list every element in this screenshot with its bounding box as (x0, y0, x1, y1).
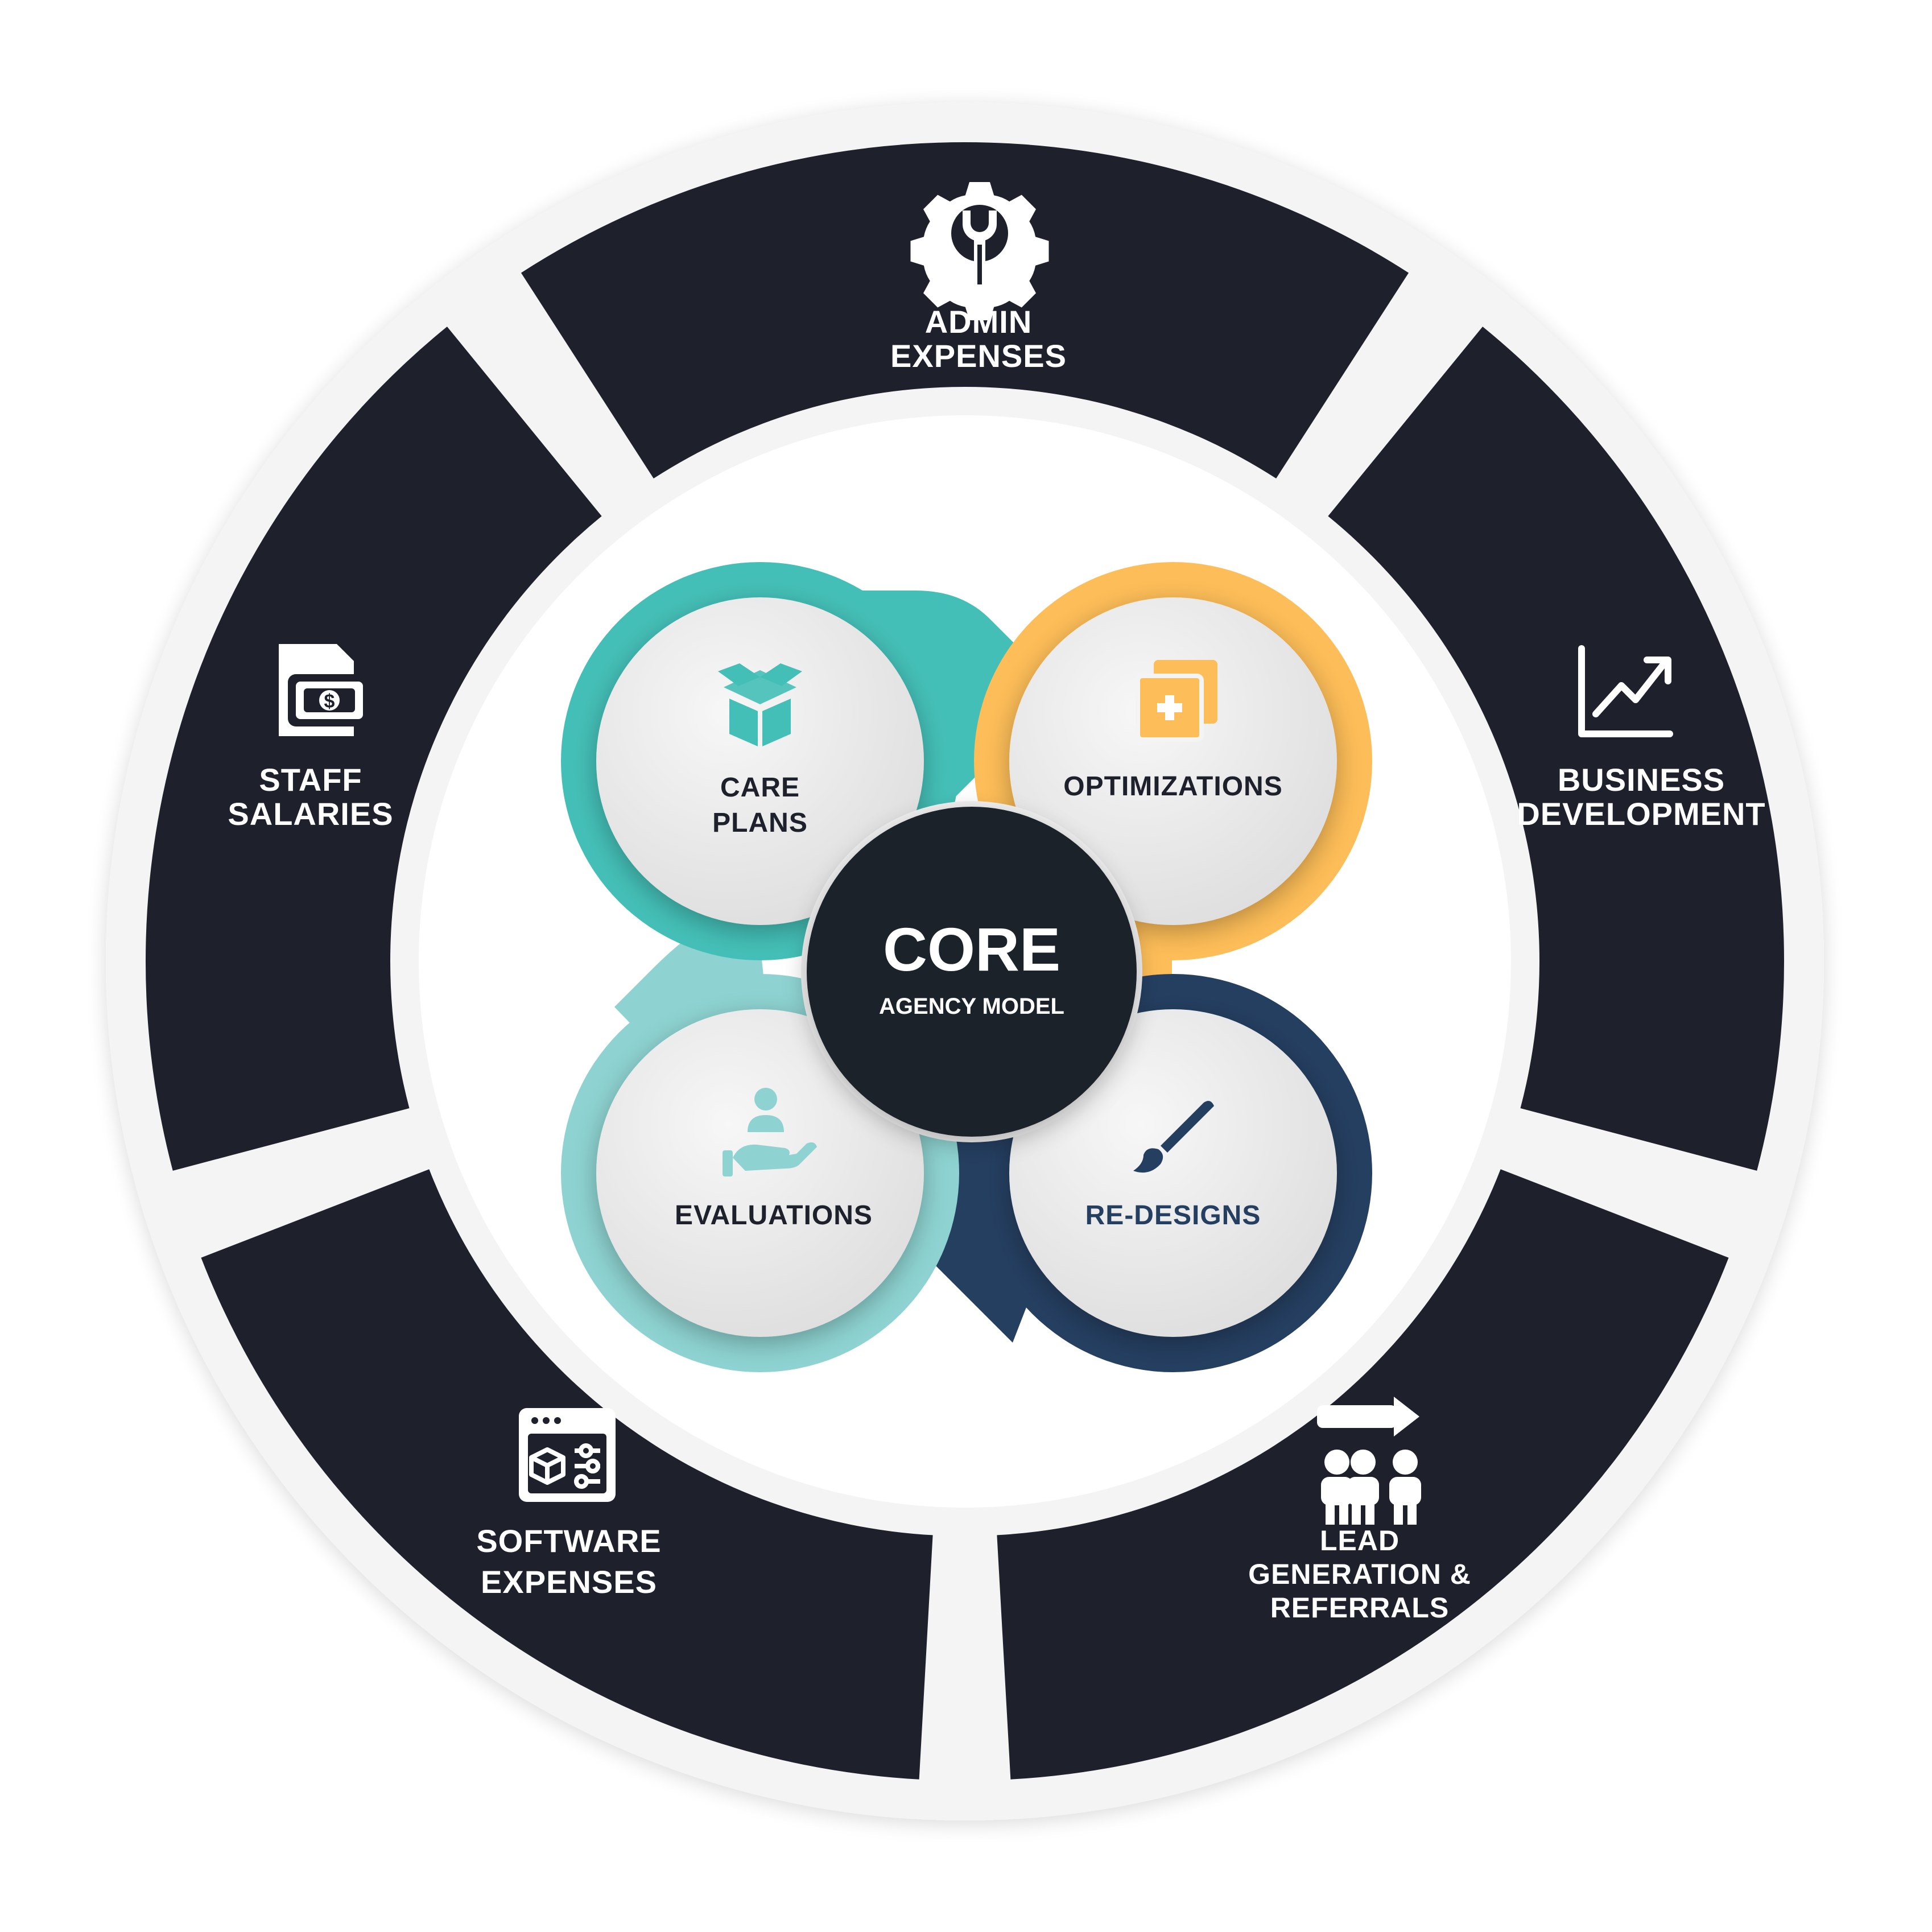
gear-wrench-icon (910, 182, 1049, 320)
segment-business: BUSINESS DEVELOPMENT (1517, 645, 1765, 832)
copy-plus-icon (1136, 660, 1217, 742)
segment-label-line: STAFF (259, 762, 362, 798)
segment-lead: LEAD GENERATION & REFERRALS (1248, 1397, 1471, 1624)
segment-admin: ADMIN EXPENSES (890, 182, 1067, 374)
core-subtitle: AGENCY MODEL (879, 994, 1064, 1019)
core-center: CORE AGENCY MODEL (801, 801, 1142, 1142)
core-circle-dark (807, 807, 1137, 1137)
paintbrush-icon (1133, 1101, 1214, 1173)
segment-staff: $ STAFF SALARIES (228, 644, 393, 832)
petal-label-line: EVALUATIONS (675, 1200, 873, 1231)
petal-label-line: PLANS (712, 808, 808, 838)
petal-label-line: CARE (720, 773, 800, 803)
petal-inner (596, 597, 924, 925)
segment-label-line: REFERRALS (1270, 1592, 1450, 1624)
segment-label-line: DEVELOPMENT (1517, 796, 1765, 832)
segment-label-line: BUSINESS (1558, 762, 1725, 798)
people-arrow-icon (1317, 1397, 1421, 1525)
segment-shape-business (1328, 327, 1784, 1171)
petal-label-line: OPTIMIZATIONS (1063, 771, 1282, 802)
segment-label-line: EXPENSES (890, 338, 1067, 374)
software-window-icon (519, 1408, 616, 1502)
segment-label-line: SALARIES (228, 796, 393, 832)
segment-shape-admin (521, 142, 1409, 479)
segment-software: SOFTWARE EXPENSES (476, 1408, 661, 1600)
growth-chart-icon (1578, 645, 1673, 737)
segment-label-line: SOFTWARE (476, 1523, 661, 1559)
segment-shape-staff (146, 327, 602, 1171)
segment-label-line: ADMIN (925, 304, 1033, 340)
money-document-icon: $ (279, 644, 371, 736)
petal-inner (596, 1009, 924, 1337)
hand-person-icon (723, 1088, 817, 1176)
segment-label-line: LEAD (1320, 1525, 1400, 1557)
core-title: CORE (883, 915, 1060, 984)
open-box-icon (718, 663, 802, 746)
petal-inner (1009, 597, 1337, 925)
segment-label-line: EXPENSES (481, 1564, 657, 1600)
segment-label-line: GENERATION & (1248, 1558, 1471, 1590)
petal-label-line: RE-DESIGNS (1085, 1200, 1261, 1231)
svg-text:$: $ (324, 691, 335, 712)
